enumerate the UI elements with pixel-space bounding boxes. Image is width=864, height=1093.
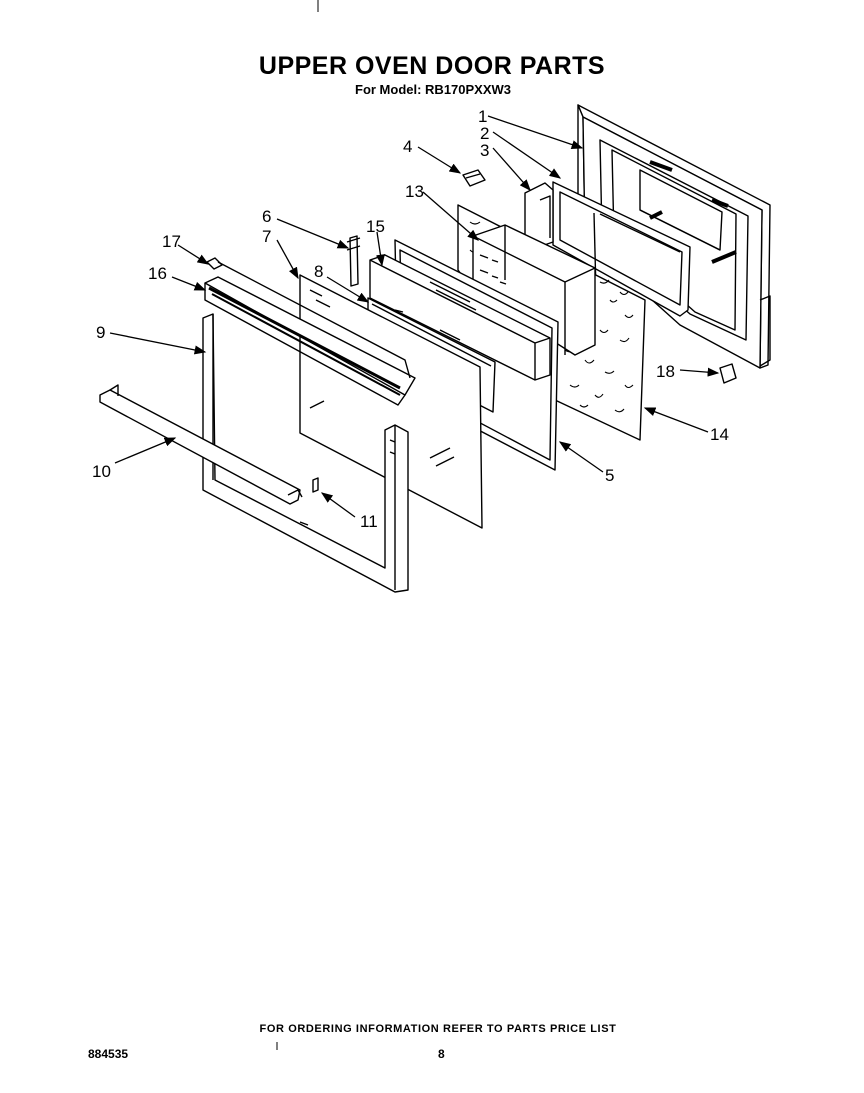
callout-9: 9 bbox=[96, 323, 105, 342]
callout-13: 13 bbox=[405, 182, 424, 201]
callout-8: 8 bbox=[314, 262, 323, 281]
part-17-end-cap bbox=[206, 257, 223, 270]
callout-1: 1 bbox=[478, 107, 487, 126]
callout-6: 6 bbox=[262, 207, 271, 226]
part-16-top-trim bbox=[204, 261, 416, 406]
part-11-screw bbox=[312, 477, 319, 493]
callout-10: 10 bbox=[92, 462, 111, 481]
callout-14: 14 bbox=[710, 425, 729, 444]
callout-18: 18 bbox=[656, 362, 675, 381]
callout-11: 11 bbox=[360, 512, 378, 531]
part-6-hinge-bracket bbox=[346, 235, 361, 287]
callout-16: 16 bbox=[148, 264, 167, 283]
page-number: 8 bbox=[438, 1047, 445, 1061]
document-number: 884535 bbox=[88, 1047, 129, 1061]
callout-5: 5 bbox=[605, 466, 614, 485]
ordering-info-note: FOR ORDERING INFORMATION REFER TO PARTS … bbox=[259, 1023, 617, 1035]
callout-17: 17 bbox=[162, 232, 181, 251]
callout-7: 7 bbox=[262, 227, 271, 246]
callout-15: 15 bbox=[366, 217, 385, 236]
part-18-clip bbox=[719, 363, 737, 384]
part-15-glass-pack bbox=[369, 254, 551, 381]
page-title: UPPER OVEN DOOR PARTS bbox=[258, 52, 606, 80]
part-4-clip bbox=[462, 169, 486, 187]
part-10-handle bbox=[99, 384, 303, 505]
callout-2: 2 bbox=[480, 124, 489, 143]
model-subtitle: For Model: RB170PXXW3 bbox=[355, 82, 512, 97]
callout-4: 4 bbox=[403, 137, 412, 156]
callout-3: 3 bbox=[480, 141, 489, 160]
